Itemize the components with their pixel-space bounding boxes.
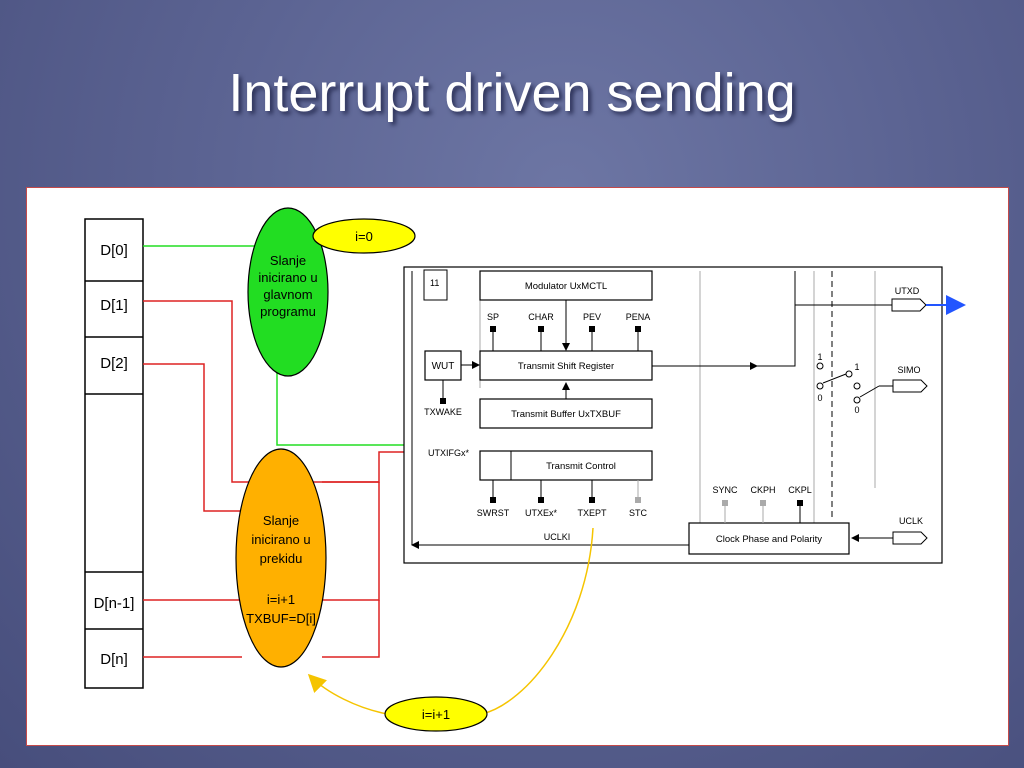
utxd-pin xyxy=(891,298,927,312)
mux-switches xyxy=(816,362,893,404)
switch1-label-1: 1 xyxy=(817,352,822,362)
corner-label: 11 xyxy=(430,278,439,288)
signal-txept: TXEPT xyxy=(577,508,607,518)
signal-square xyxy=(538,326,544,332)
buffer-cell-dn: D[n] xyxy=(100,651,128,668)
main-program-ellipse xyxy=(247,207,329,377)
uclk-pin xyxy=(892,531,928,545)
red-line-merge-b xyxy=(322,600,380,658)
connection-lines xyxy=(143,245,584,658)
increment-badge xyxy=(384,696,488,732)
signal-square xyxy=(635,497,641,503)
signal-swrst: SWRST xyxy=(477,508,510,518)
main-program-text: Slanje inicirano u glavnom programu xyxy=(258,253,317,319)
transmit-buffer-block xyxy=(479,398,653,429)
shift-register-block xyxy=(479,350,653,381)
buffer-cell-d0: D[0] xyxy=(100,242,128,259)
main-program-line: Slanje xyxy=(270,253,306,268)
signal-square xyxy=(797,500,803,506)
top-signals: SP CHAR PEV PENA xyxy=(487,312,650,351)
signal-square xyxy=(490,497,496,503)
increment-badge-label: i=i+1 xyxy=(422,707,450,722)
interrupt-text: Slanje inicirano u prekidu i=i+1 TXBUF=D… xyxy=(246,513,316,626)
simo-pin xyxy=(892,379,928,393)
uclki-label: UCLKI xyxy=(544,532,571,542)
signal-sp: SP xyxy=(487,312,499,322)
signal-square xyxy=(635,326,641,332)
buffer-cell-d2: D[2] xyxy=(100,355,128,372)
switch-arm xyxy=(822,373,847,384)
main-program-line: glavnom xyxy=(263,287,312,302)
interrupt-line: i=i+1 xyxy=(267,592,295,607)
buffer-cell-dn-1: D[n-1] xyxy=(94,595,135,612)
signal-ckpl: CKPL xyxy=(788,485,812,495)
interrupt-line: prekidu xyxy=(260,551,303,566)
transmit-control-label: Transmit Control xyxy=(546,461,616,472)
switch-node xyxy=(853,382,861,390)
switch-node xyxy=(816,362,824,370)
red-line-merge-a xyxy=(322,482,380,601)
red-line-d2 xyxy=(143,363,242,512)
switch1-label-0: 0 xyxy=(817,393,822,403)
transmit-buffer-label: Transmit Buffer UxTXBUF xyxy=(511,409,621,420)
txwake-square xyxy=(440,398,446,404)
buffer-outline xyxy=(84,218,144,689)
signal-square xyxy=(589,497,595,503)
clock-block-label: Clock Phase and Polarity xyxy=(716,534,822,545)
switch-arm xyxy=(859,385,880,398)
transmit-control-block xyxy=(479,450,653,481)
interrupt-ellipse xyxy=(235,448,327,668)
signal-square xyxy=(538,497,544,503)
figure-panel: D[0] D[1] D[2] D[n-1] D[n] 11 xyxy=(26,187,1009,746)
utxd-label: UTXD xyxy=(895,286,920,296)
signal-ckph: CKPH xyxy=(750,485,775,495)
corner-box xyxy=(423,269,448,301)
signal-pev: PEV xyxy=(583,312,601,322)
signal-square xyxy=(589,326,595,332)
main-program-line: programu xyxy=(260,304,316,319)
signal-square xyxy=(722,500,728,506)
signal-sync: SYNC xyxy=(712,485,738,495)
interrupt-line: Slanje xyxy=(263,513,299,528)
bottom-signals: SWRST UTXEx* TXEPT STC xyxy=(477,480,648,518)
uart-diagram: D[0] D[1] D[2] D[n-1] D[n] 11 xyxy=(84,207,966,732)
uclk-label: UCLK xyxy=(899,516,923,526)
simo-label: SIMO xyxy=(897,365,920,375)
clock-block xyxy=(688,522,850,555)
switch-node xyxy=(845,370,853,378)
switch2-label-0: 0 xyxy=(854,405,859,415)
uart-block-diagram: 11 Modulator UxMCTL SP CHAR PEV PENA W xyxy=(403,266,966,564)
buffer-cell-d1: D[1] xyxy=(100,297,128,314)
switch2-label-1: 1 xyxy=(854,362,859,372)
main-program-line: inicirano u xyxy=(258,270,317,285)
signal-square xyxy=(760,500,766,506)
signal-square xyxy=(490,326,496,332)
signal-pena: PENA xyxy=(626,312,651,322)
init-badge xyxy=(312,218,416,254)
feedback-curve xyxy=(481,527,594,715)
interrupt-line: inicirano u xyxy=(251,532,310,547)
interrupt-line: TXBUF=D[i] xyxy=(246,611,316,626)
switch-node xyxy=(853,396,861,404)
signal-utxex: UTXEx* xyxy=(525,508,558,518)
slide-title: Interrupt driven sending xyxy=(228,63,796,123)
switch-node xyxy=(816,382,824,390)
shift-output-line xyxy=(757,271,796,367)
txwake-label: TXWAKE xyxy=(424,407,462,417)
modulator-label: Modulator UxMCTL xyxy=(525,281,607,292)
wut-block xyxy=(424,350,462,381)
signal-char: CHAR xyxy=(528,312,554,322)
wut-label: WUT xyxy=(432,361,455,372)
shift-register-label: Transmit Shift Register xyxy=(518,361,614,372)
modulator-block xyxy=(479,270,653,301)
feedback-curve-arrow xyxy=(307,673,388,715)
init-badge-label: i=0 xyxy=(355,229,373,244)
utxifg-label: UTXIFGx* xyxy=(428,448,469,458)
signal-stc: STC xyxy=(629,508,648,518)
data-buffer: D[0] D[1] D[2] D[n-1] D[n] xyxy=(84,218,144,689)
